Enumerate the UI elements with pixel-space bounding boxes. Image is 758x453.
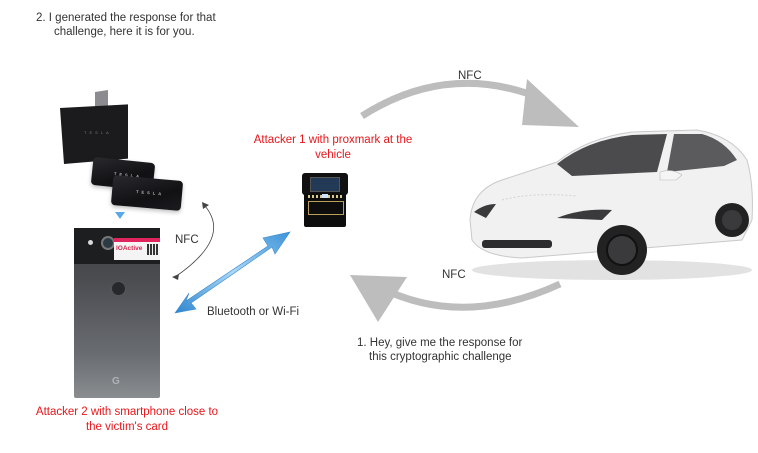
nfc-label-left: NFC (175, 234, 199, 246)
attacker-2-caption: Attacker 2 with smartphone close to the … (22, 405, 232, 435)
attacker-1-line-2: vehicle (315, 149, 351, 161)
nfc-label-top: NFC (458, 70, 482, 82)
google-logo: G (112, 376, 120, 387)
attacker-2-line-1: Attacker 2 with smartphone close to (35, 406, 219, 418)
ioactive-sticker: IOActive (114, 238, 160, 260)
svg-text:TESLA: TESLA (84, 130, 112, 135)
bluetooth-module (310, 177, 340, 192)
fingerprint-sensor-icon (111, 281, 126, 296)
proxmark-device (302, 173, 348, 227)
nfc-arrow-to-car (360, 79, 547, 119)
sticker-brand: IOActive (116, 245, 143, 252)
nfc-arc-head-bottom (172, 274, 179, 280)
nfc-arrow-to-car-head (522, 79, 579, 127)
pointer-triangle-icon (115, 212, 125, 219)
nfc-arrow-to-proxmark-head (350, 275, 407, 322)
tesla-card-folder: TESLA (60, 90, 128, 164)
flash-icon (88, 240, 93, 245)
nfc-arc-head-top (202, 202, 209, 209)
bluetooth-wifi-arrow (174, 231, 291, 314)
step-2-line-2: challenge, here it is for you. (54, 26, 195, 38)
step-1-line-1: 1. Hey, give me the response for (357, 337, 523, 349)
step-2-line-1: 2. I generated the response for that (36, 12, 216, 24)
step-1-line-2: this cryptographic challenge (369, 351, 512, 363)
nfc-arrow-to-proxmark (373, 280, 562, 311)
bluetooth-wifi-label: Bluetooth or Wi-Fi (207, 306, 300, 318)
step-1-caption: 1. Hey, give me the response for this cr… (357, 336, 522, 364)
step-2-caption: 2. I generated the response for that cha… (36, 11, 216, 39)
proxmark-label (308, 201, 344, 215)
attacker-1-line-1: Attacker 1 with proxmark at the (253, 134, 413, 146)
nfc-label-bottom: NFC (442, 269, 466, 281)
attacker-2-line-2: the victim's card (85, 421, 169, 433)
attacker-smartphone: IOActive G (74, 228, 160, 398)
nfc-arc-phone-card (174, 205, 215, 278)
attacker-1-caption: Attacker 1 with proxmark at the vehicle (233, 133, 433, 163)
tesla-model-y-car (469, 129, 753, 280)
qr-code-icon (147, 244, 158, 255)
